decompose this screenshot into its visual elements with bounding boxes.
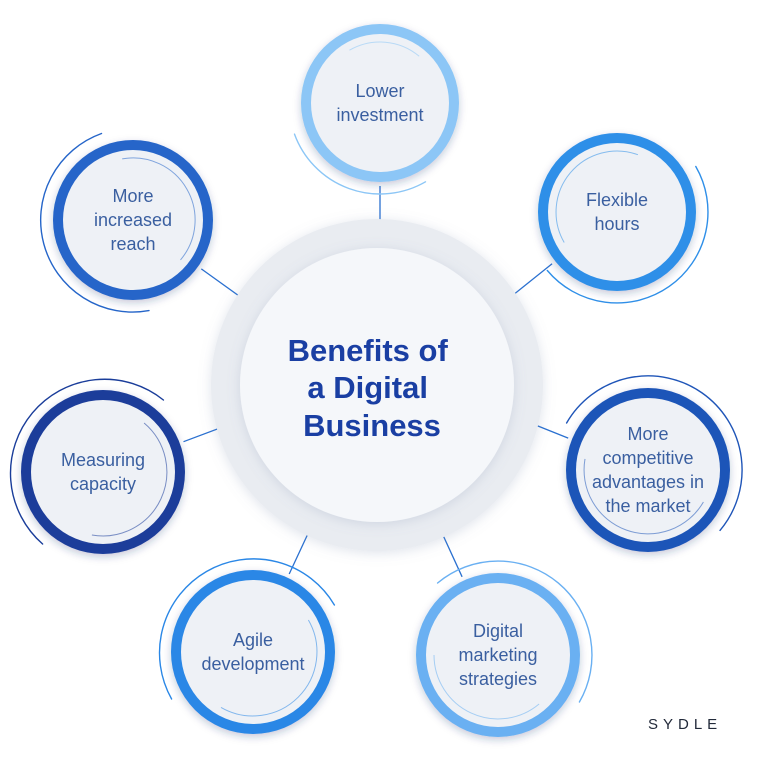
node-label-line: investment [336,105,423,125]
benefit-node-competitive-advantages: More competitive advantages in the market [565,375,743,552]
node-label-line: Digital [473,621,523,641]
node-label-competitive-advantages: More competitive advantages in the market [592,424,704,516]
node-label-increased-reach: More increased reach [94,186,172,254]
benefit-node-flexible-hours: Flexible hours [538,133,709,304]
node-fill [311,34,449,172]
node-inner-arc [433,654,540,720]
node-outer-arc [546,165,709,304]
node-label-line: development [201,654,304,674]
node-label-line: Flexible [586,190,648,210]
node-inner-arc [583,458,704,535]
node-outer-arc [293,133,427,195]
benefit-node-increased-reach: More increased reach [40,132,213,313]
node-label-line: Measuring [61,450,145,470]
node-label-measuring-capacity: Measuring capacity [61,450,145,494]
node-label-line: competitive [602,448,693,468]
node-label-line: marketing [458,645,537,665]
node-fill [426,583,570,727]
node-label-agile-development: Agile development [201,630,304,674]
node-fill [31,400,175,544]
node-label-digital-marketing: Digital marketing strategies [458,621,537,689]
node-label-line: hours [594,214,639,234]
node-label-line: More [627,424,668,444]
node-inner-arc [555,150,639,243]
benefit-node-lower-investment: Lower investment [293,24,459,195]
node-inner-arc [122,157,196,261]
node-label-lower-investment: Lower investment [336,81,423,125]
node-outer-arc [9,378,165,545]
node-label-line: Lower [355,81,404,101]
node-label-flexible-hours: Flexible hours [586,190,648,234]
node-label-line: advantages in [592,472,704,492]
node-outer-arc [565,375,743,532]
center-title-line-3: Business [303,408,441,443]
center-title: Benefits of a Digital Business [288,333,457,443]
node-label-line: increased [94,210,172,230]
center-circle [240,248,514,522]
node-fill [63,150,203,290]
sydle-logo: SYDLE [648,716,723,733]
node-label-line: the market [605,496,690,516]
node-label-line: strategies [459,669,537,689]
node-label-line: Agile [233,630,273,650]
node-label-line: reach [110,234,155,254]
center-title-line-1: Benefits of [288,333,449,368]
node-inner-arc [220,619,318,717]
node-inner-arc [91,422,168,537]
benefit-node-measuring-capacity: Measuring capacity [9,378,185,554]
node-fill [576,398,720,542]
node-label-line: capacity [70,474,136,494]
benefit-node-agile-development: Agile development [158,558,336,734]
node-outer-arc [158,558,336,700]
node-label-line: More [112,186,153,206]
node-fill [181,580,325,724]
center-title-line-2: a Digital [307,370,428,405]
node-fill [548,143,686,281]
center-hub: Benefits of a Digital Business [211,219,543,551]
benefit-node-digital-marketing: Digital marketing strategies [416,560,593,737]
node-inner-arc [349,41,420,57]
node-outer-arc [436,560,593,703]
node-outer-arc [40,132,150,313]
